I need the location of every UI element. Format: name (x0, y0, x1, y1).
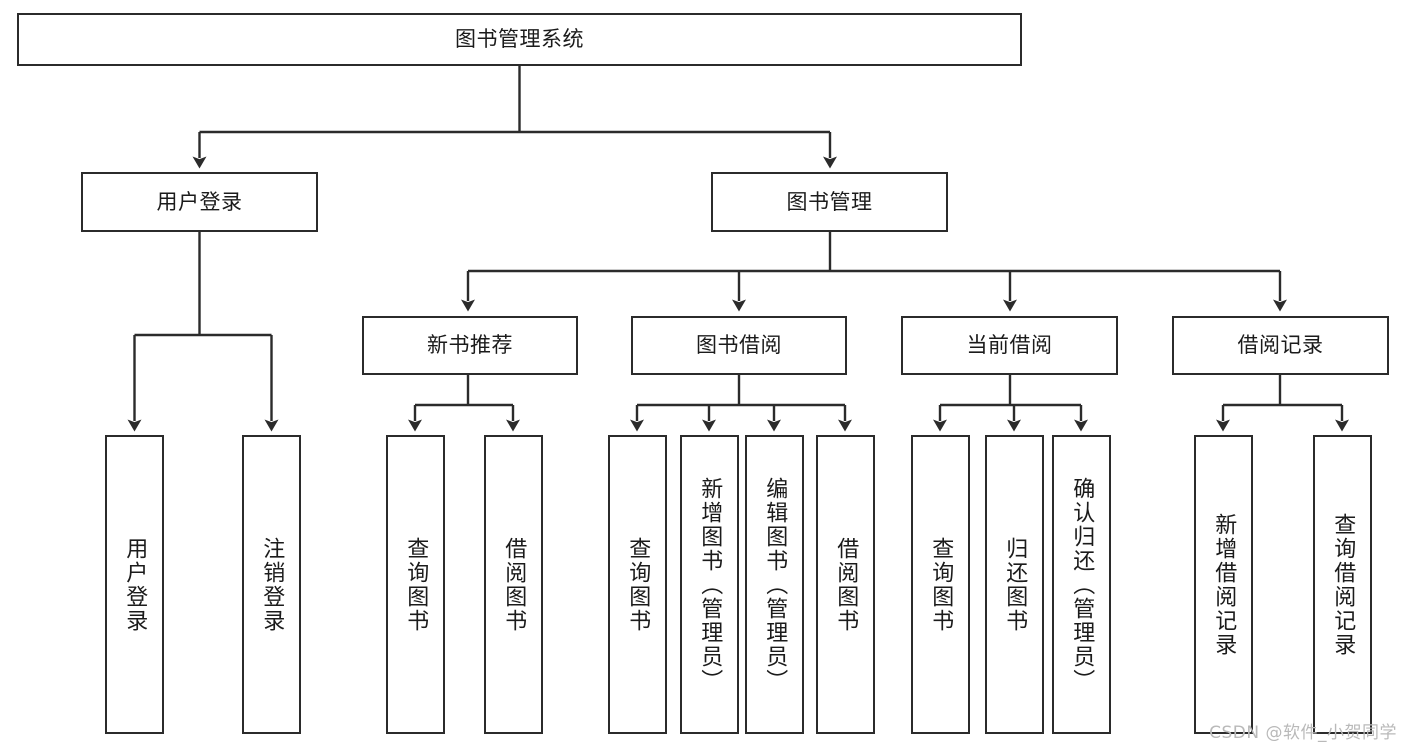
node-label: 借阅记录 (1237, 333, 1324, 358)
node-label: 查询图书 (625, 536, 651, 633)
leaf-bookborrow-add-book-admin[interactable]: 新增图书（管理员） (680, 435, 739, 734)
node-label: 借阅图书 (501, 536, 527, 633)
node-label: 查询图书 (928, 536, 954, 633)
node-label: 查询借阅记录 (1330, 512, 1356, 657)
node-current-borrow[interactable]: 当前借阅 (901, 316, 1118, 375)
node-label: 新增借阅记录 (1211, 512, 1237, 657)
node-root-book-management-system[interactable]: 图书管理系统 (17, 13, 1022, 66)
node-label: 确认归还（管理员） (1069, 476, 1095, 693)
leaf-logout[interactable]: 注销登录 (242, 435, 301, 734)
node-label: 新书推荐 (427, 333, 513, 358)
node-label: 用户登录 (122, 536, 148, 633)
leaf-currentborrow-confirm-return-admin[interactable]: 确认归还（管理员） (1052, 435, 1111, 734)
leaf-bookborrow-query-book[interactable]: 查询图书 (608, 435, 667, 734)
leaf-bookborrow-borrow-book[interactable]: 借阅图书 (816, 435, 875, 734)
node-label: 图书管理系统 (455, 27, 584, 52)
leaf-currentborrow-return-book[interactable]: 归还图书 (985, 435, 1044, 734)
leaf-newbook-query-book[interactable]: 查询图书 (386, 435, 445, 734)
node-user-login[interactable]: 用户登录 (81, 172, 318, 232)
node-label: 用户登录 (156, 189, 243, 214)
leaf-borrowrecord-query-record[interactable]: 查询借阅记录 (1313, 435, 1372, 734)
node-new-book-recommend[interactable]: 新书推荐 (362, 316, 578, 375)
node-label: 查询图书 (403, 536, 429, 633)
leaf-newbook-borrow-book[interactable]: 借阅图书 (484, 435, 543, 734)
node-label: 当前借阅 (966, 333, 1053, 358)
node-book-borrow[interactable]: 图书借阅 (631, 316, 847, 375)
node-label: 图书借阅 (696, 333, 782, 358)
leaf-borrowrecord-add-record[interactable]: 新增借阅记录 (1194, 435, 1253, 734)
leaf-bookborrow-edit-book-admin[interactable]: 编辑图书（管理员） (745, 435, 804, 734)
node-label: 编辑图书（管理员） (762, 476, 788, 693)
leaf-currentborrow-query-book[interactable]: 查询图书 (911, 435, 970, 734)
node-label: 注销登录 (259, 536, 285, 633)
node-borrow-record[interactable]: 借阅记录 (1172, 316, 1389, 375)
node-label: 借阅图书 (833, 536, 859, 633)
csdn-watermark: CSDN @软件_小贺同学 (1209, 723, 1397, 743)
node-label: 新增图书（管理员） (697, 476, 723, 693)
node-label: 归还图书 (1002, 536, 1028, 633)
node-book-management[interactable]: 图书管理 (711, 172, 948, 232)
node-label: 图书管理 (786, 189, 873, 214)
leaf-user-login[interactable]: 用户登录 (105, 435, 164, 734)
